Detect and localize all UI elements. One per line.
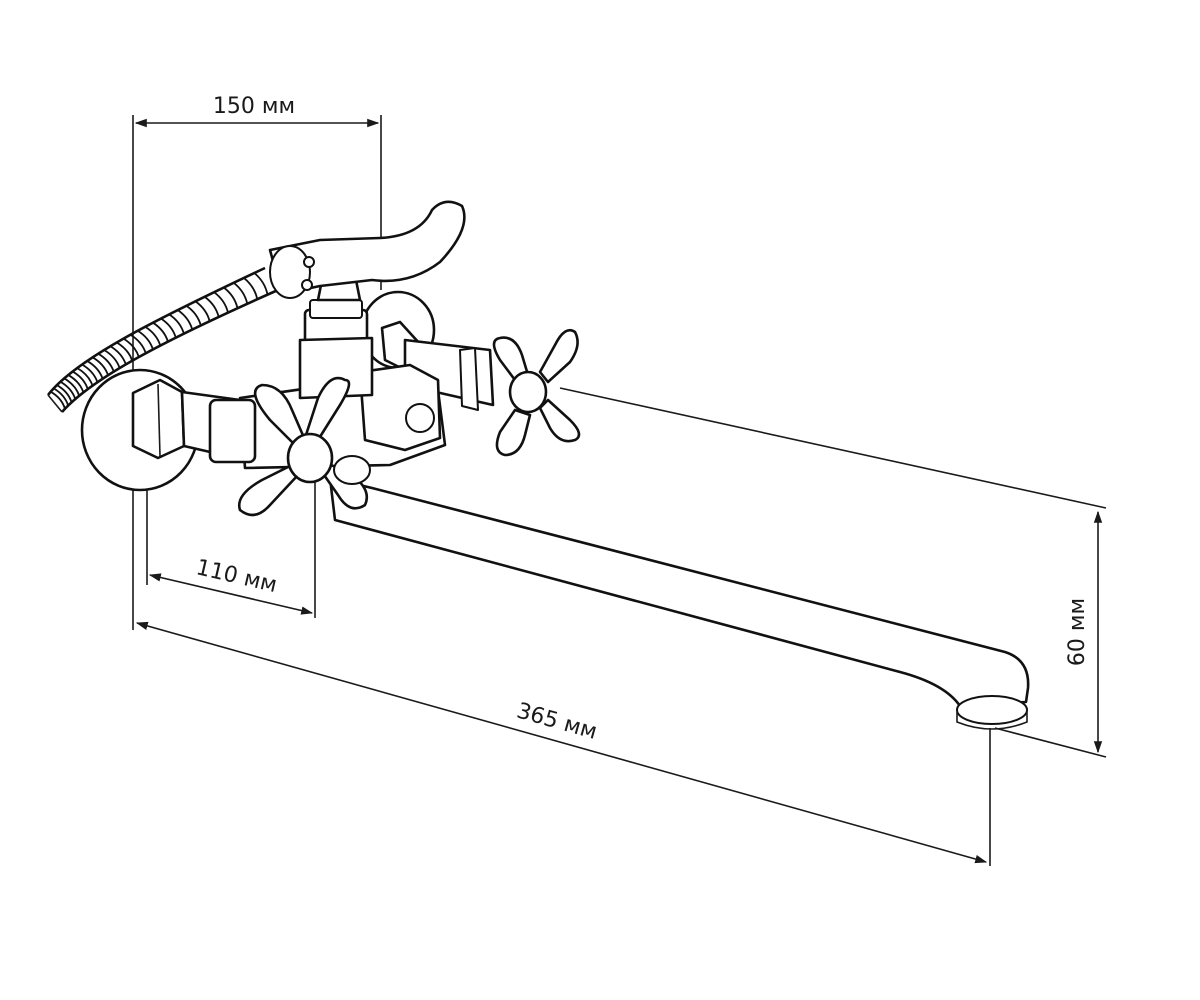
left-cross-handle bbox=[208, 376, 371, 517]
mixer-screw bbox=[405, 403, 435, 433]
hose-rib bbox=[50, 390, 66, 410]
dimension-spout-height: 60 мм bbox=[559, 387, 1107, 758]
hose-rib bbox=[129, 333, 147, 354]
hose-rib bbox=[243, 277, 259, 300]
hose-rib bbox=[103, 349, 121, 369]
hose-connector bbox=[269, 245, 311, 299]
dimension-label-top-width: 150 мм bbox=[213, 94, 295, 119]
hose-rib bbox=[152, 321, 169, 342]
hose-rib bbox=[53, 387, 69, 406]
hose-rib bbox=[109, 345, 127, 365]
hose-rib bbox=[81, 363, 99, 383]
extension-line-outlet-level bbox=[994, 727, 1107, 758]
hose-corrugation bbox=[50, 272, 269, 410]
hose-rib bbox=[185, 304, 202, 326]
hose-rib bbox=[160, 317, 177, 338]
hose-rib bbox=[56, 384, 73, 403]
dimension-label-spout-length: 365 мм bbox=[514, 699, 600, 745]
dimension-arrow-length bbox=[135, 621, 988, 864]
dimension-arrow-valve bbox=[148, 573, 314, 615]
long-spout bbox=[328, 476, 1030, 730]
hose-rib bbox=[63, 377, 81, 397]
hose-rib bbox=[204, 296, 220, 318]
hose-rib bbox=[177, 309, 194, 330]
diverter-lever bbox=[268, 200, 466, 296]
dimension-label-spout-height: 60 мм bbox=[1065, 598, 1090, 666]
shower-hose bbox=[46, 266, 279, 413]
hose-rib bbox=[194, 300, 211, 322]
hose-rib bbox=[223, 286, 239, 309]
extension-line-inlet-level bbox=[559, 387, 1107, 509]
right-handle-cap bbox=[508, 370, 548, 414]
hose-rib bbox=[97, 352, 115, 372]
spout-aerator bbox=[956, 695, 1028, 725]
hose-rib bbox=[144, 326, 162, 346]
hose-rib bbox=[116, 341, 134, 362]
right-cross-handle bbox=[492, 328, 581, 457]
diverter-assembly bbox=[268, 200, 466, 360]
hose-rib bbox=[213, 291, 229, 313]
left-handle-cap bbox=[286, 432, 334, 484]
hose-rib bbox=[168, 313, 185, 334]
hose-rib bbox=[86, 360, 104, 380]
hose-rib bbox=[67, 374, 85, 393]
hose-rib bbox=[92, 356, 109, 376]
hose-rib bbox=[233, 282, 249, 304]
hose-rib bbox=[123, 337, 140, 358]
dimension-label-valve-offset: 110 мм bbox=[194, 555, 280, 598]
hose-rib bbox=[72, 370, 89, 390]
hose-rib bbox=[137, 330, 154, 350]
hose-rib bbox=[59, 380, 77, 400]
hose-rib bbox=[76, 367, 94, 386]
hose-rib bbox=[253, 272, 269, 295]
